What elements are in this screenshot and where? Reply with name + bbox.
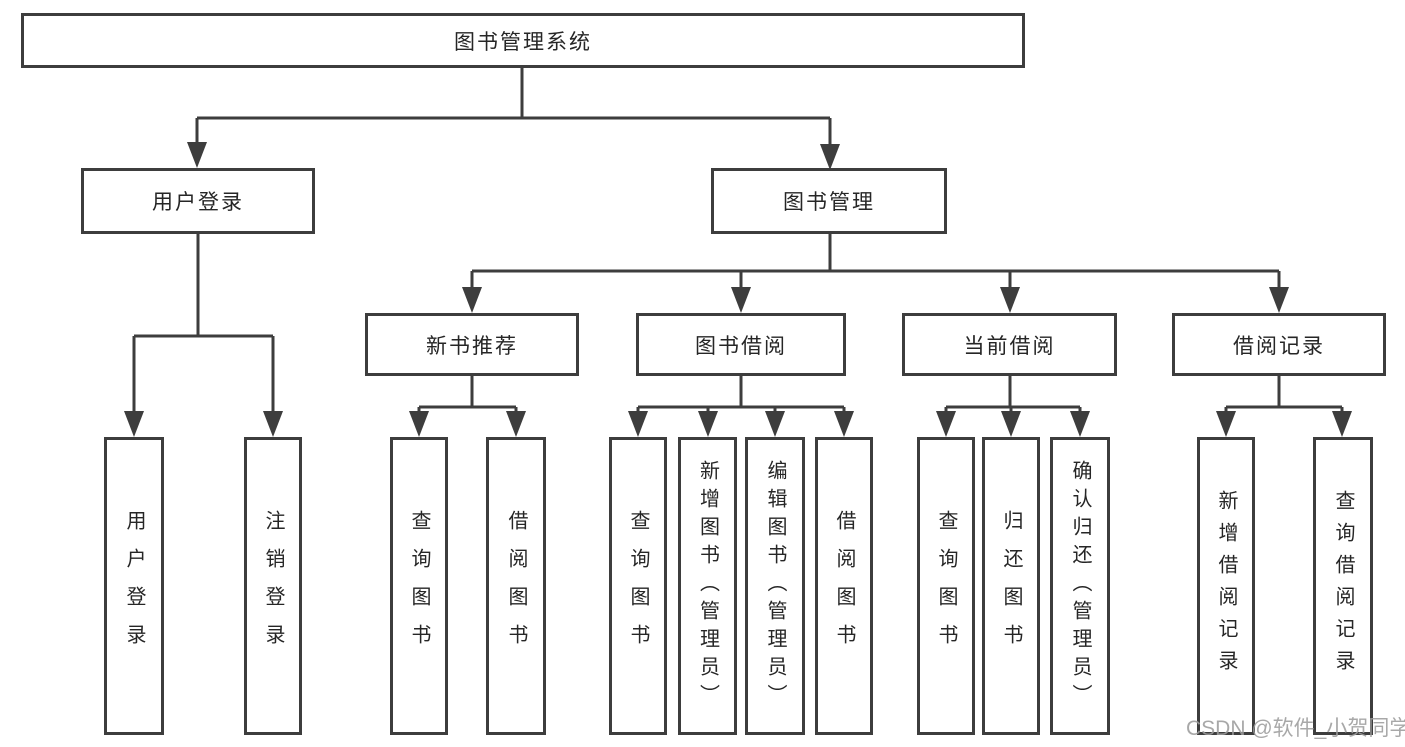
node-label: 图书借阅 [695,334,787,358]
node-label: 借阅记录 [1233,334,1325,358]
connector-new-book-recommendation-children [409,376,526,437]
node-user-login: 用户登录 [81,168,315,234]
arrow-down-icon [628,411,648,437]
node-borrowing-records: 借阅记录 [1172,313,1386,376]
csdn-watermark: CSDN @软件_小贺同学 [1186,717,1405,740]
node-add-books-admin: 新增图书（管理员） [678,437,737,735]
node-book-management: 图书管理 [711,168,947,234]
node-library-management-system: 图书管理系统 [21,13,1025,68]
node-confirm-return-admin: 确认归还（管理员） [1050,437,1110,735]
arrow-down-icon [1269,287,1289,313]
node-label: 查询图书 [408,510,430,662]
node-return-books: 归还图书 [982,437,1040,735]
arrow-down-icon [834,411,854,437]
node-label: 新书推荐 [426,334,518,358]
connector-user-login-children [124,233,283,437]
node-label: 图书管理 [783,191,875,214]
arrow-down-icon [731,287,751,313]
connector-current-borrowing-children [936,376,1090,437]
arrow-down-icon [698,411,718,437]
node-logout-action: 注销登录 [244,437,302,735]
node-query-borrow-record: 查询借阅记录 [1313,437,1373,735]
connector-book-borrowing-children [628,376,854,437]
node-query-books-current: 查询图书 [917,437,975,735]
arrow-down-icon [1216,411,1236,437]
node-label: 新增借阅记录 [1215,490,1237,682]
node-new-book-recommendation: 新书推荐 [365,313,579,376]
node-label: 当前借阅 [963,334,1056,358]
node-edit-books-admin: 编辑图书（管理员） [745,437,805,735]
node-label: 归还图书 [1000,510,1022,662]
node-query-books-recommend: 查询图书 [390,437,448,735]
node-label: 用户登录 [123,510,145,662]
arrow-down-icon [187,142,207,168]
connector-root-to-level2 [187,68,840,170]
arrow-down-icon [1000,287,1020,313]
node-label: 查询图书 [627,510,649,662]
node-borrow-books-borrowing: 借阅图书 [815,437,873,735]
connector-borrowing-records-children [1216,376,1352,437]
node-current-borrowing: 当前借阅 [902,313,1117,376]
arrow-down-icon [1070,411,1090,437]
arrow-down-icon [263,411,283,437]
node-user-login-action: 用户登录 [104,437,164,735]
node-add-borrow-record: 新增借阅记录 [1197,437,1255,735]
arrow-down-icon [936,411,956,437]
node-label: 确认归还（管理员） [1069,460,1091,712]
node-label: 借阅图书 [505,510,527,662]
node-label: 注销登录 [262,510,284,662]
arrow-down-icon [124,411,144,437]
arrow-down-icon [1332,411,1352,437]
node-label: 编辑图书（管理员） [764,460,786,712]
connector-book-management-to-level3 [462,233,1289,313]
arrow-down-icon [462,287,482,313]
node-book-borrowing: 图书借阅 [636,313,846,376]
node-borrow-books-recommend: 借阅图书 [486,437,546,735]
node-label: 借阅图书 [833,510,855,662]
arrow-down-icon [765,411,785,437]
node-label: 查询图书 [935,510,957,662]
arrow-down-icon [409,411,429,437]
node-label: 用户登录 [152,191,244,214]
arrow-down-icon [506,411,526,437]
node-label: 查询借阅记录 [1332,490,1354,682]
arrow-down-icon [1001,411,1021,437]
node-query-books-borrowing: 查询图书 [609,437,667,735]
node-label: 新增图书（管理员） [696,460,719,712]
arrow-down-icon [820,144,840,170]
node-label: 图书管理系统 [454,30,592,54]
